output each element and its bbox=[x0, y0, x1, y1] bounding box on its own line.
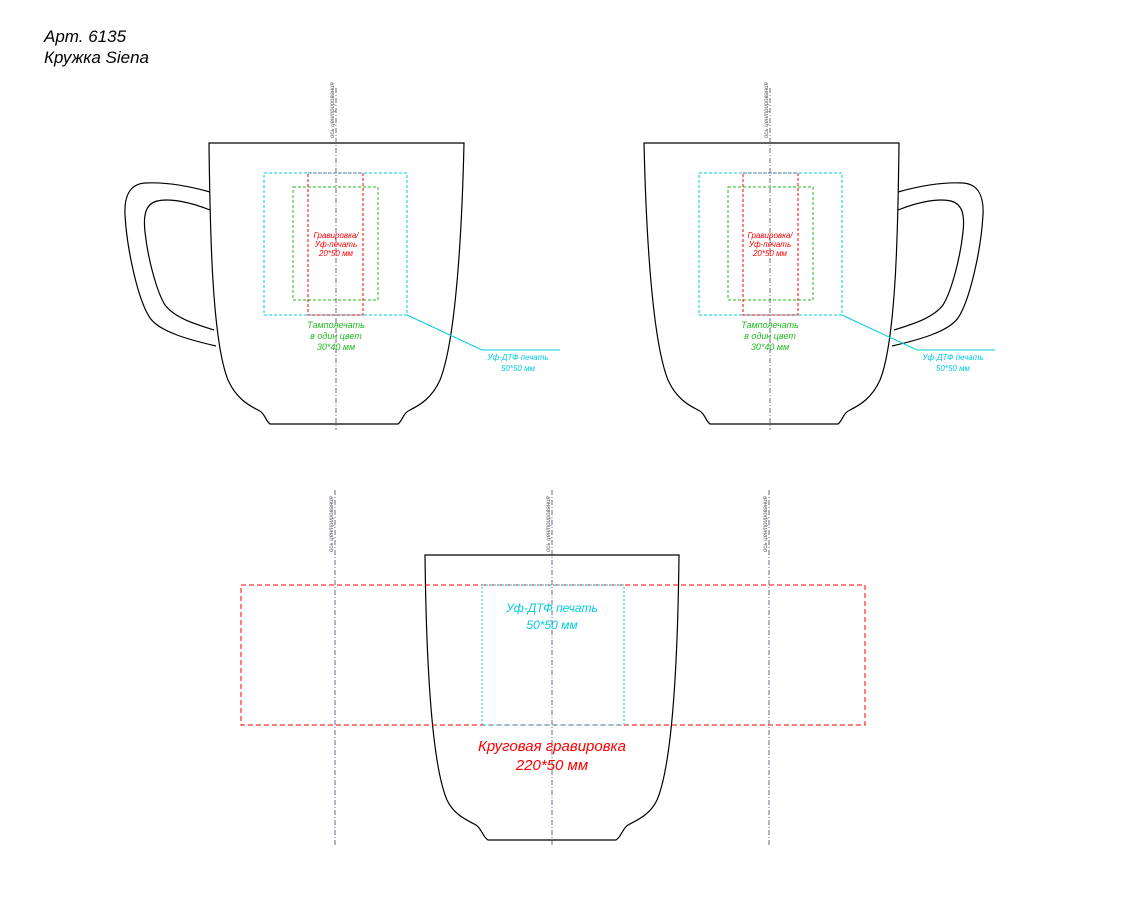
uv-dtf-label: Уф-ДТФ печать bbox=[921, 353, 983, 362]
uv-dtf-size: 50*50 мм bbox=[936, 364, 971, 373]
mug-left-handle: ось центрирования Гравировка/ Уф-печать … bbox=[124, 82, 560, 430]
pad-print-area bbox=[727, 186, 814, 301]
axis-label: ось центрирования bbox=[329, 496, 335, 552]
engraving-label-1: Гравировка/ bbox=[313, 231, 359, 240]
mug-handle-inner bbox=[893, 199, 965, 331]
mug-handle-outline bbox=[124, 182, 217, 347]
pad-label-1: Тамполечать bbox=[741, 320, 799, 330]
mug-body-outline bbox=[643, 142, 900, 425]
uv-dtf-size: 50*50 мм bbox=[501, 364, 536, 373]
pad-print-area bbox=[292, 186, 379, 301]
uv-dtf-label: Уф-ДТФ печать bbox=[486, 353, 548, 362]
mug-handle-outline bbox=[891, 182, 984, 347]
uv-dtf-area bbox=[481, 584, 625, 726]
uv-dtf-label: Уф-ДТФ печать bbox=[505, 601, 598, 615]
mug-circular-view: ось центрирования ось центрирования ось … bbox=[240, 490, 866, 845]
axis-label: ось центрирования bbox=[546, 496, 552, 552]
circular-engraving-label: Круговая гравировка bbox=[478, 738, 626, 755]
pad-label-1: Тамполечать bbox=[307, 320, 365, 330]
pad-size: 30*40 мм bbox=[751, 342, 789, 352]
circular-engraving-size: 220*50 мм bbox=[515, 757, 588, 774]
engraving-size: 20*50 мм bbox=[318, 249, 354, 258]
engraving-label-2: Уф-печать bbox=[748, 240, 791, 249]
title-block: Арт. 6135 Кружка Siena bbox=[44, 26, 149, 68]
mug-right-handle: ось центрирования Гравировка/ Уф-печать … bbox=[643, 82, 995, 430]
mug-body-outline bbox=[208, 142, 465, 425]
uv-dtf-leader bbox=[406, 314, 560, 351]
axis-label: ось центрирования bbox=[763, 496, 769, 552]
axis-label: ось центрирования bbox=[330, 82, 336, 138]
axis-label: ось центрирования bbox=[764, 82, 770, 138]
uv-dtf-leader bbox=[841, 314, 995, 351]
engraving-label-2: Уф-печать bbox=[314, 240, 357, 249]
product-name: Кружка Siena bbox=[44, 48, 149, 67]
pad-label-2: в один цвет bbox=[744, 331, 796, 341]
mug-body-outline bbox=[424, 554, 680, 841]
engraving-label-1: Гравировка/ bbox=[747, 231, 793, 240]
engraving-size: 20*50 мм bbox=[752, 249, 788, 258]
pad-label-2: в один цвет bbox=[310, 331, 362, 341]
uv-dtf-size: 50*50 мм bbox=[526, 618, 577, 632]
article-number: Арт. 6135 bbox=[44, 27, 127, 46]
mug-handle-inner bbox=[143, 199, 215, 331]
pad-size: 30*40 мм bbox=[317, 342, 355, 352]
